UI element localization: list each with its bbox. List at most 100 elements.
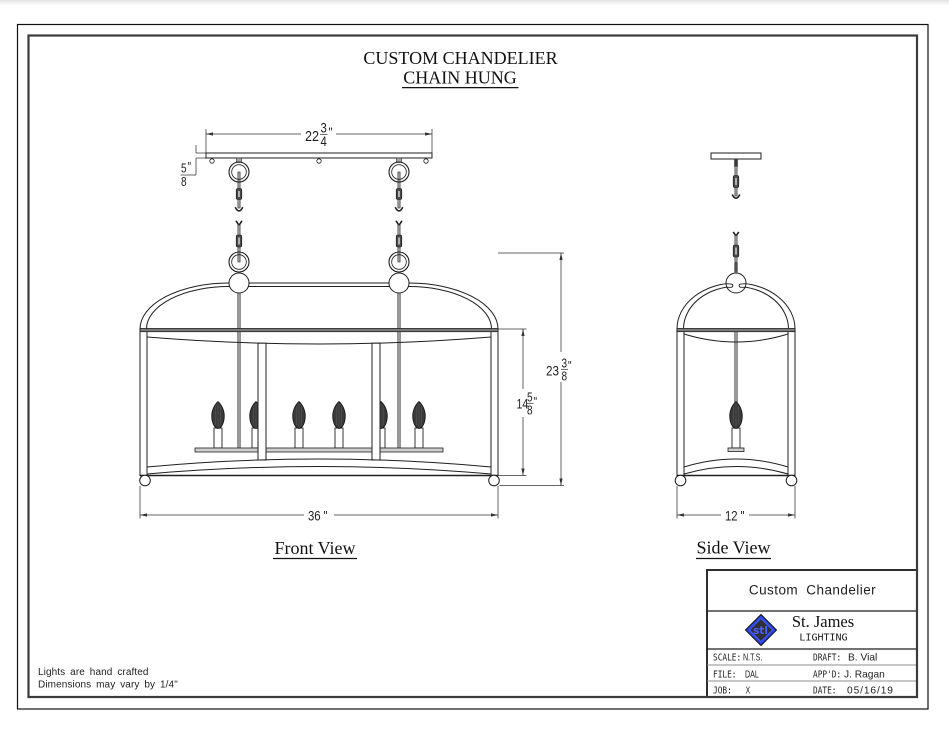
- top-rail: [676, 328, 796, 333]
- canopy-screw: [209, 158, 215, 164]
- company-name: St. James: [792, 612, 854, 631]
- title-line-2: CHAIN HUNG: [403, 68, 517, 88]
- top-rail-curve: [683, 333, 789, 343]
- arch-socket: [726, 283, 734, 288]
- title-block-border: [706, 569, 918, 698]
- company-tagline: LIGHTING: [799, 633, 847, 644]
- candle-cluster: [194, 401, 444, 453]
- front-view-label: Front View: [274, 538, 355, 558]
- dimension-value: 36: [308, 509, 321, 524]
- field-date: DATE: 05/16/19: [813, 685, 894, 696]
- ball-joint: [228, 272, 250, 294]
- sheet-border: [16, 23, 929, 710]
- arch-inner-left: [146, 286, 230, 330]
- ball-foot: [674, 474, 687, 487]
- inner-bar-left: [257, 342, 267, 461]
- arrowhead: [559, 478, 563, 486]
- viewer-top-edge: [0, 0, 949, 6]
- side-view-label: Side View: [696, 538, 770, 558]
- dimension-numerator: 3: [562, 358, 568, 371]
- chain-left: [228, 157, 250, 273]
- title-line-1: CUSTOM CHANDELIER: [363, 48, 557, 68]
- side-view: 12 " Side View: [674, 152, 798, 560]
- candle: [412, 401, 426, 449]
- chain-link-slot: [735, 178, 737, 185]
- dimension-denominator: 8: [527, 405, 533, 418]
- frame-post-right: [787, 328, 796, 476]
- field-label: FILE:: [713, 669, 736, 680]
- field-value: X: [746, 684, 751, 696]
- dimension-front-width: 36 ": [139, 486, 499, 524]
- ball-foot: [139, 474, 151, 487]
- ball-foot: [785, 474, 798, 487]
- arrowhead: [521, 468, 525, 476]
- field-label: APP'D:: [813, 669, 841, 680]
- dimension-unit: ": [741, 509, 745, 524]
- frame-post-left: [676, 328, 685, 476]
- bottom-rail-arch: [146, 458, 492, 468]
- arrowhead: [425, 132, 432, 136]
- logo-inner-diamond: [748, 617, 774, 643]
- field-file: FILE: DAL: [713, 668, 759, 681]
- drop-rod: [397, 291, 401, 449]
- dimension-unit: ": [324, 509, 328, 524]
- dimension-body-height: 14 5 8 ": [498, 328, 538, 476]
- stl-diamond-logo-icon: stl: [744, 613, 778, 647]
- inner-bar-right: [371, 342, 381, 461]
- bottom-rail: [677, 458, 795, 477]
- sheet-title: CUSTOM CHANDELIER CHAIN HUNG: [363, 48, 558, 89]
- arch-frame: [139, 282, 499, 330]
- dimension-denominator: 8: [181, 176, 187, 189]
- chain-link-slot: [735, 247, 737, 255]
- canopy-screw: [423, 158, 429, 164]
- field-value: 05/16/19: [847, 685, 894, 696]
- canopy: [205, 152, 433, 159]
- dimension-numerator: 5: [527, 392, 533, 405]
- field-draft: DRAFT: B. Vial: [813, 653, 877, 664]
- field-value: DAL: [745, 668, 759, 680]
- frame-post-right: [490, 328, 499, 476]
- field-label: JOB:: [713, 685, 732, 696]
- arrowhead: [206, 132, 213, 136]
- candle: [292, 401, 306, 449]
- field-value: J. Ragan: [844, 669, 885, 680]
- logo-monogram: stl: [753, 625, 768, 637]
- dimension-unit: ": [534, 396, 538, 409]
- dimension-denominator: 4: [321, 134, 327, 149]
- arch-inner-right: [408, 286, 492, 330]
- canopy-screw: [316, 158, 322, 164]
- notes: Lights are hand crafted Dimensions may v…: [38, 667, 178, 691]
- bottom-rail-arch: [683, 466, 789, 475]
- dimension-numerator: 3: [321, 120, 327, 135]
- field-label: DATE:: [813, 685, 836, 696]
- connector-ring-edge: [734, 262, 738, 272]
- dimension-side-depth: 12 ": [676, 486, 796, 524]
- dimension-denominator: 8: [562, 371, 568, 384]
- arrowhead: [521, 329, 525, 336]
- dimension-whole: 22: [305, 127, 319, 144]
- arch-outer-left: [139, 282, 230, 330]
- arch-socket: [738, 283, 746, 288]
- dimension-numerator: 5: [181, 163, 187, 176]
- dimension-unit: ": [188, 161, 192, 174]
- chain-side: [731, 159, 741, 274]
- dimension-unit: ": [568, 360, 572, 373]
- title-block: Custom Chandelier stl St. James LIGHTING…: [706, 569, 918, 698]
- ball-joint: [388, 272, 410, 294]
- note-line: Dimensions may vary by 1/4": [38, 680, 178, 691]
- field-label: DRAFT:: [813, 653, 841, 664]
- arrowhead: [140, 513, 147, 517]
- frame-post-left: [139, 328, 148, 476]
- candle: [332, 401, 346, 449]
- arrowhead: [491, 513, 498, 517]
- dimension-canopy-width: 22 3 4 ": [205, 120, 433, 153]
- chain-right: [388, 157, 410, 273]
- bottom-rail-arch: [683, 458, 789, 468]
- field-scale: SCALE: N.T.S.: [713, 651, 762, 664]
- chain-clasp: [731, 194, 741, 200]
- field-label: SCALE:: [713, 653, 741, 664]
- project-name: Custom Chandelier: [749, 583, 876, 598]
- arrowhead: [788, 513, 795, 517]
- dimension-overall-height: 23 3 8 ": [498, 252, 572, 486]
- front-view: 22 3 4 " 5 8 ": [139, 120, 572, 560]
